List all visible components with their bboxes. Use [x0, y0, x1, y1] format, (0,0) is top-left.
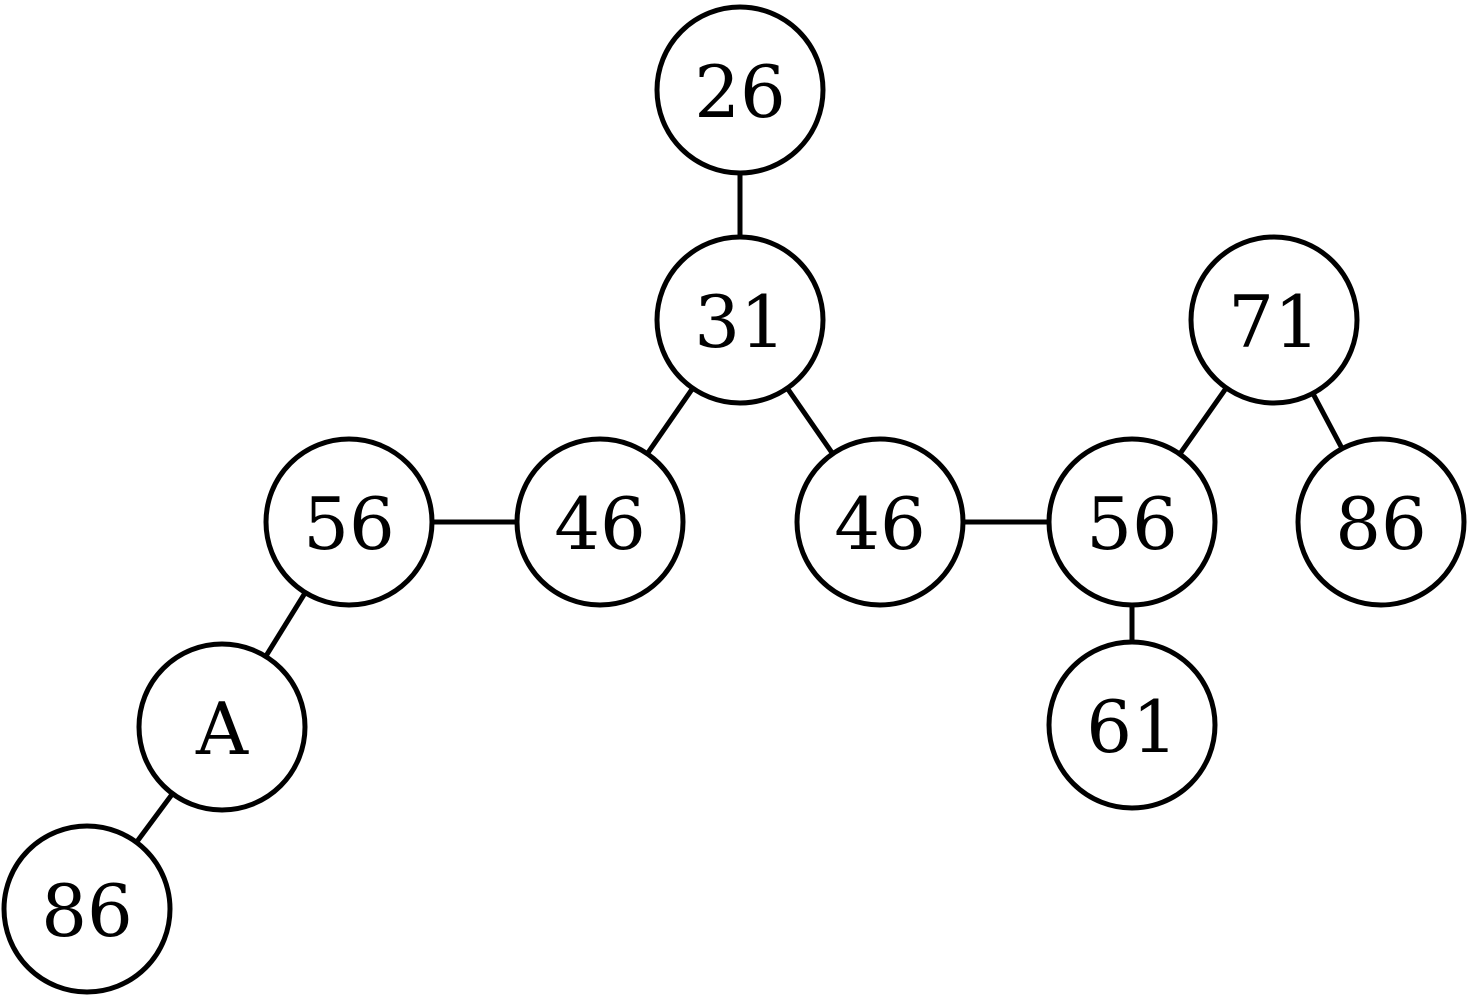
node-n2: 31 [654, 234, 826, 406]
node-label: 31 [694, 280, 786, 364]
node-n10: 71 [1188, 234, 1360, 406]
node-circle [794, 436, 966, 608]
node-label: 46 [554, 482, 646, 566]
node-n9: 61 [1046, 639, 1218, 811]
node-label: 86 [1335, 482, 1427, 566]
node-circle [136, 641, 308, 813]
node-n1: 26 [654, 4, 826, 176]
node-label: 61 [1086, 685, 1178, 769]
nodes: 26 31 46 46 56A 86 56 61 71 86 [1, 4, 1467, 995]
node-n7: 86 [1, 823, 173, 995]
node-label: A [195, 687, 249, 771]
node-circle [1046, 436, 1218, 608]
node-label: 71 [1228, 280, 1320, 364]
node-circle [1, 823, 173, 995]
node-circle [654, 234, 826, 406]
node-circle [263, 436, 435, 608]
node-circle [654, 4, 826, 176]
node-circle [1046, 639, 1218, 811]
node-n3: 46 [514, 436, 686, 608]
node-n6: A [136, 641, 308, 813]
node-n4: 46 [794, 436, 966, 608]
node-n5: 56 [263, 436, 435, 608]
node-n8: 56 [1046, 436, 1218, 608]
node-label: 46 [834, 482, 926, 566]
node-circle [514, 436, 686, 608]
node-label: 56 [1086, 482, 1178, 566]
node-circle [1188, 234, 1360, 406]
node-n11: 86 [1295, 436, 1467, 608]
node-label: 86 [41, 869, 133, 953]
node-label: 26 [694, 50, 786, 134]
node-circle [1295, 436, 1467, 608]
node-label: 56 [303, 482, 395, 566]
